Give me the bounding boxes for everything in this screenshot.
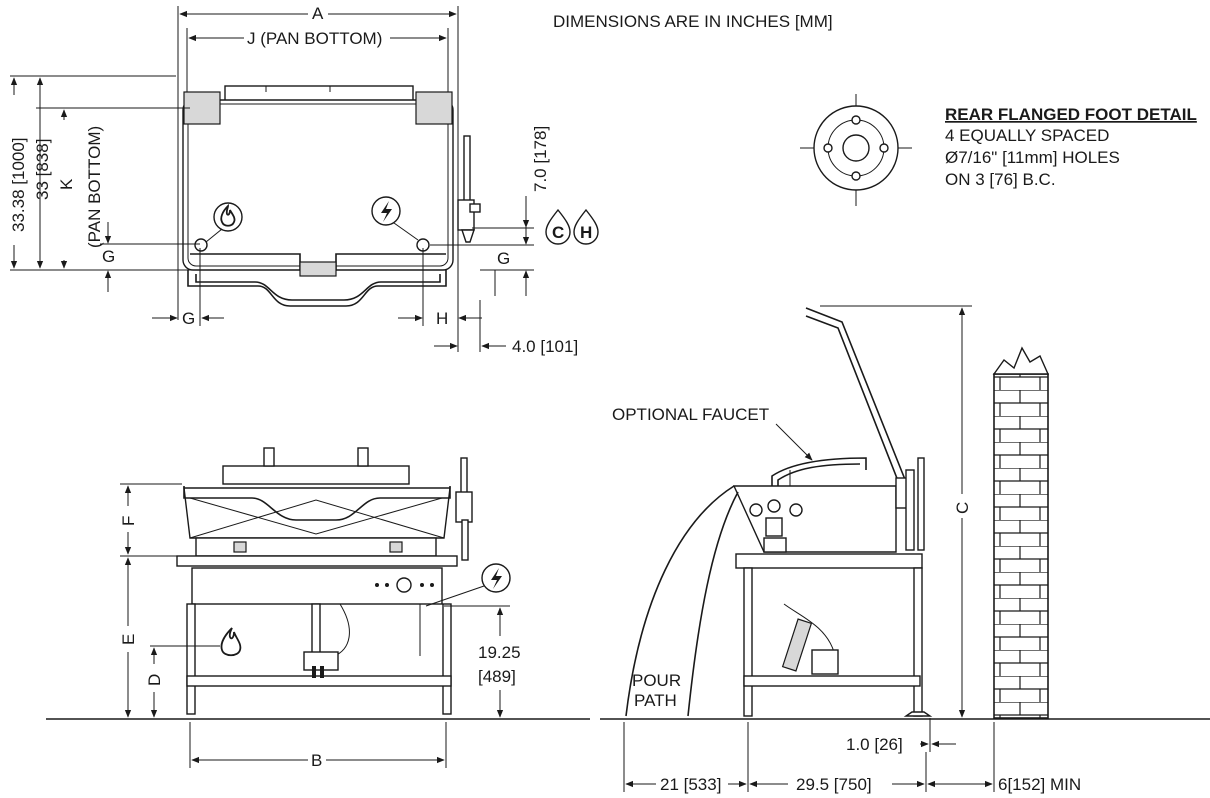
rear-foot-line1: 4 EQUALLY SPACED [945,126,1109,145]
cold-water-icon: C [545,208,571,245]
dim-elec-height-1: 19.25 [478,643,521,662]
rear-foot-line3: ON 3 [76] B.C. [945,170,1056,189]
dim-f: F [119,516,138,526]
pour-label: POUR [632,671,681,690]
dimensions-note: DIMENSIONS ARE IN INCHES [MM] [553,12,833,31]
dim-elec-height-2: [489] [478,667,516,686]
front-view: F E D 19.25 [489] B [46,447,590,770]
gas-flame-icon [213,202,243,232]
dim-g-right: G [497,249,510,268]
dim-g-left: G [102,247,115,266]
dim-offset: 4.0 [101] [512,337,578,356]
rear-foot-title: REAR FLANGED FOOT DETAIL [945,105,1197,124]
dim-b: B [311,751,322,770]
front-electric-bolt-icon [481,563,511,593]
dim-c: C [953,502,972,514]
path-label: PATH [634,691,677,710]
side-view: POUR PATH OPTIONAL FAUCET C 1.0 [26] 21 … [600,305,1210,794]
dim-d: D [145,674,164,686]
dim-k-label: K [57,178,76,190]
dim-a-label: A [312,4,324,23]
svg-text:C: C [552,223,564,242]
dim-rear-clear: 6[152] MIN [998,775,1081,794]
dim-depth: 33 [838] [33,139,52,200]
dim-k-note: (PAN BOTTOM) [85,126,104,248]
front-gas-flame-icon [220,627,242,657]
dim-g-bottom: G [182,309,195,328]
rear-foot-detail [800,94,912,206]
dim-h: H [436,309,448,328]
optional-faucet-label: OPTIONAL FAUCET [612,405,769,424]
dim-wall-gap: 1.0 [26] [846,735,903,754]
dim-depth-side: 29.5 [750] [796,775,872,794]
dim-overall-depth: 33.38 [1000] [9,137,28,232]
svg-text:H: H [580,223,592,242]
dim-j-label: J (PAN BOTTOM) [247,29,382,48]
brick-wall [993,373,1049,719]
dim-e: E [119,634,138,645]
dim-faucet-height: 7.0 [178] [531,126,550,192]
dim-pour-clear: 21 [533] [660,775,721,794]
hot-water-icon: H [573,208,599,245]
top-view: A J (PAN BOTTOM) [2,4,599,356]
rear-foot-line2: Ø7/16" [11mm] HOLES [945,148,1120,167]
electric-bolt-icon [371,196,401,226]
